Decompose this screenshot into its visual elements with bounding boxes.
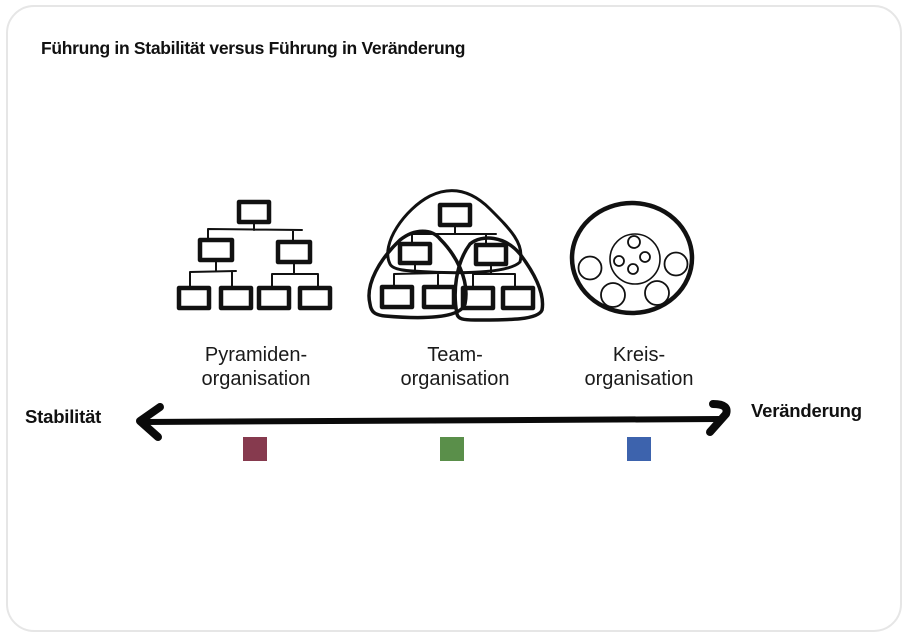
nested-circles-icon (568, 199, 698, 317)
arrow-head-right (706, 400, 731, 436)
org-label-line2: organisation (584, 368, 694, 390)
org-label-line2: organisation (201, 368, 311, 390)
marker-circle (627, 437, 651, 461)
org-label-line1: Kreis- (612, 344, 666, 366)
marker-team (440, 437, 464, 461)
org-label-circle: Kreis- organisation (569, 343, 709, 391)
org-label-line1: Pyramiden- (204, 344, 308, 366)
double-arrow-icon (130, 396, 740, 446)
org-label-line2: organisation (400, 368, 510, 390)
axis-label-left: Stabilität (25, 406, 102, 427)
axis-label-right: Veränderung (751, 400, 862, 421)
org-label-team: Team- organisation (385, 343, 525, 391)
org-label-pyramid: Pyramiden- organisation (186, 343, 326, 391)
marker-pyramid (243, 437, 267, 461)
diagram-card (6, 5, 902, 632)
org-label-line1: Team- (427, 344, 483, 366)
diagram-title: Führung in Stabilität versus Führung in … (41, 38, 466, 58)
org-chart-hierarchy-icon (176, 198, 336, 313)
arrow-head-left (136, 403, 164, 441)
org-chart-team-groups-icon (360, 184, 550, 324)
axis-line (139, 416, 723, 425)
